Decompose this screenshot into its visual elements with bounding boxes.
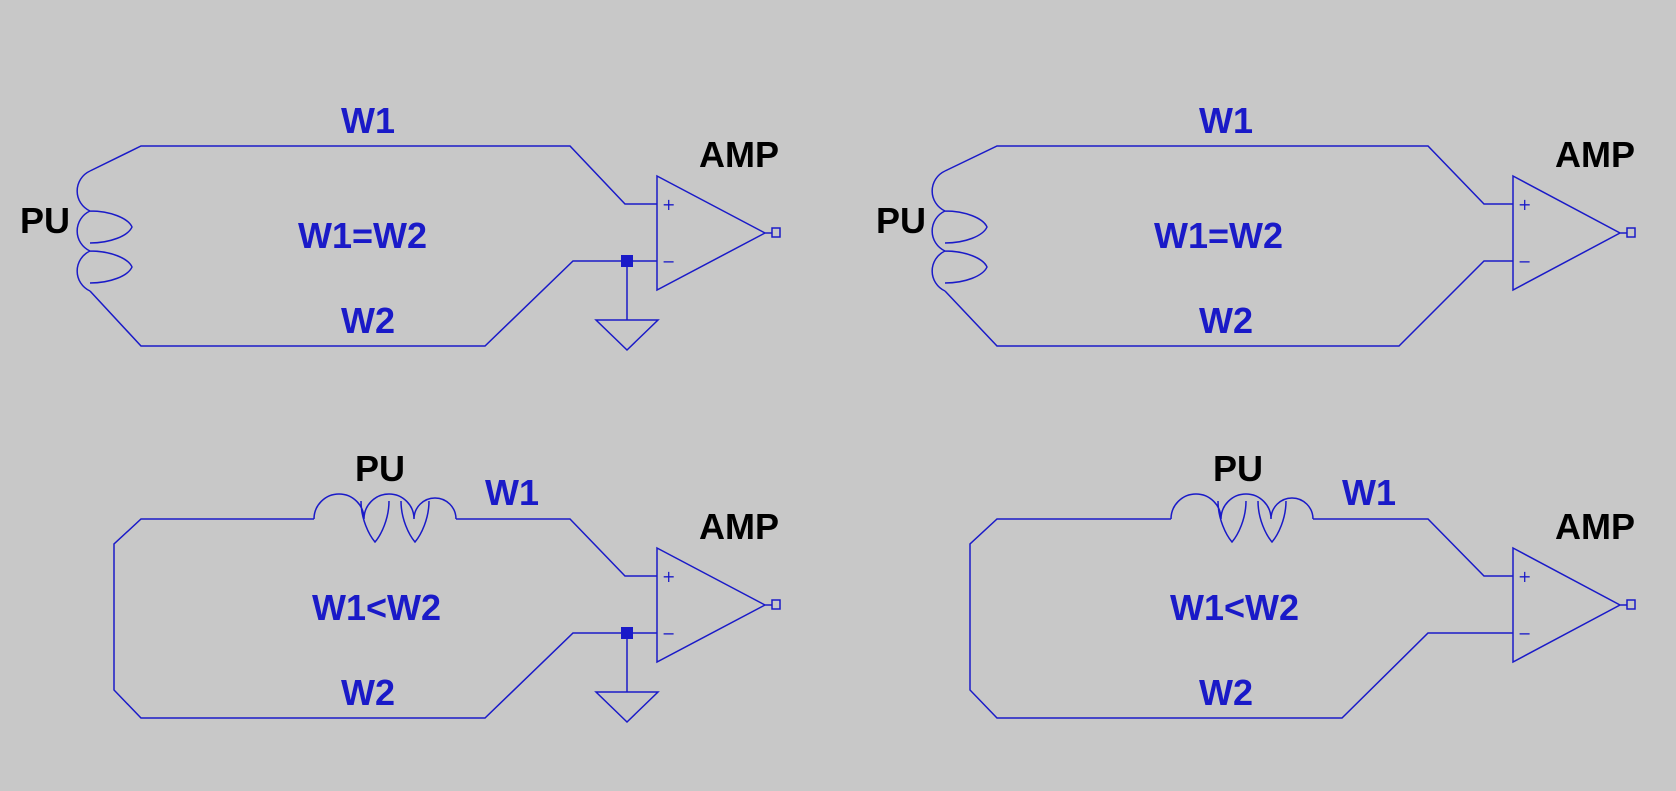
amp-plus-sign: + (1518, 195, 1531, 214)
label-pickup: PU (20, 200, 70, 241)
label-relation: W1<W2 (312, 587, 441, 628)
amp-minus-sign: − (1518, 252, 1531, 271)
op-amp (1512, 546, 1627, 664)
label-relation: W1=W2 (1154, 215, 1283, 256)
label-w2: W2 (1199, 300, 1253, 341)
wire-w2 (89, 260, 657, 347)
amp-output-pin (771, 227, 781, 238)
wire-left-loop (969, 518, 1513, 719)
op-amp (656, 546, 772, 664)
wire-left-loop (113, 518, 657, 719)
label-amp: AMP (1555, 134, 1635, 175)
label-pickup: PU (355, 448, 405, 489)
circuit-1: + − W1 W1=W2 W2 PU AMP (20, 100, 781, 352)
label-w1: W1 (485, 472, 539, 513)
amp-plus-sign: + (662, 195, 675, 214)
label-w1: W1 (1199, 100, 1253, 141)
amp-plus-sign: + (1518, 567, 1531, 586)
pickup-coil (313, 493, 457, 544)
circuit-2: + − W1 W1=W2 W2 PU AMP (876, 100, 1636, 347)
label-amp: AMP (699, 506, 779, 547)
amp-output-pin (771, 599, 781, 610)
wire-w1 (1313, 518, 1513, 577)
amp-minus-sign: − (1518, 624, 1531, 643)
pickup-coil (1170, 493, 1314, 544)
label-relation: W1=W2 (298, 215, 427, 256)
label-w2: W2 (341, 672, 395, 713)
pickup-coil (76, 170, 133, 292)
amp-output-pin (1626, 227, 1636, 238)
op-amp (1512, 174, 1627, 292)
wire-w1 (944, 145, 1513, 205)
amp-output-pin (1626, 599, 1636, 610)
label-pickup: PU (1213, 448, 1263, 489)
label-w2: W2 (1199, 672, 1253, 713)
amp-minus-sign: − (662, 252, 675, 271)
wire-w1 (89, 145, 657, 205)
label-amp: AMP (699, 134, 779, 175)
op-amp (656, 174, 772, 292)
ground-symbol (594, 633, 660, 724)
circuit-3: + − W1 W1<W2 W2 PU AMP (113, 448, 781, 724)
label-w2: W2 (341, 300, 395, 341)
pickup-coil (931, 170, 988, 292)
circuit-4: + − W1 W1<W2 W2 PU AMP (969, 448, 1636, 719)
label-relation: W1<W2 (1170, 587, 1299, 628)
label-amp: AMP (1555, 506, 1635, 547)
label-w1: W1 (341, 100, 395, 141)
label-pickup: PU (876, 200, 926, 241)
wire-w1 (456, 518, 657, 577)
wire-w2 (944, 260, 1513, 347)
amp-plus-sign: + (662, 567, 675, 586)
label-w1: W1 (1342, 472, 1396, 513)
ground-symbol (594, 261, 660, 352)
amp-minus-sign: − (662, 624, 675, 643)
